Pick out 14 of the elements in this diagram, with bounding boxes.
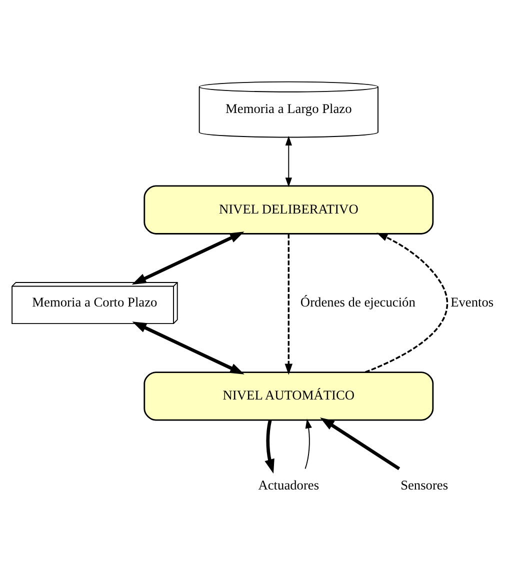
arrow: [132, 321, 244, 374]
arrow: [364, 232, 448, 372]
arrow: [284, 233, 293, 374]
arrow: [285, 135, 292, 187]
edge-label: Órdenes de ejecución: [300, 294, 416, 310]
arrow: [132, 231, 244, 284]
edge-label: Eventos: [450, 294, 494, 310]
node-text: Actuadores: [258, 477, 320, 492]
node-box: NIVEL AUTOMÁTICO: [144, 371, 434, 420]
arrow: [304, 418, 312, 469]
arrow: [264, 419, 274, 474]
arrow: [320, 416, 400, 470]
node-box: NIVEL DELIBERATIVO: [144, 184, 434, 234]
node-text: Sensores: [400, 477, 448, 492]
